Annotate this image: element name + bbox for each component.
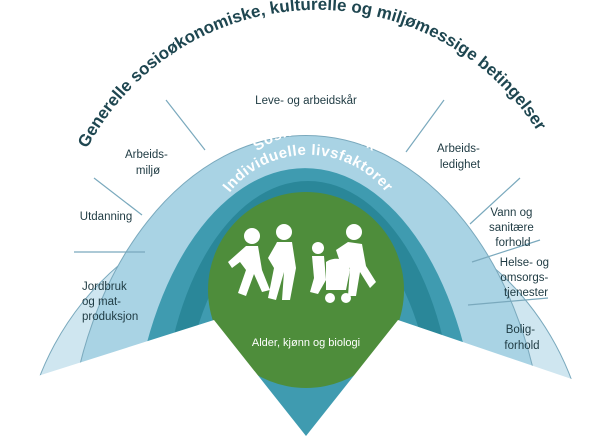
segment-leve-arbeidskar: Leve- og arbeidskår: [255, 95, 357, 107]
segment-dividers: [74, 99, 549, 306]
segment-helse-omsorg: Helse- og omsorgs- tjenester: [500, 257, 552, 299]
bottom-wedge-cutout: [0, 320, 306, 436]
segment-utdanning: Utdanning: [80, 211, 132, 223]
segment-jordbruk: Jordbruk og mat- produksjon: [82, 281, 138, 323]
segment-vann-sanitaere: Vann og sanitære forhold: [489, 207, 537, 249]
family-figures-icon: [228, 224, 376, 303]
bottom-wedge-cutout-right: [306, 320, 610, 436]
segment-boligforhold: Bolig- forhold: [504, 324, 539, 352]
core-label: Alder, kjønn og biologi: [252, 337, 360, 349]
segment-arbeidsledighet: Arbeids- ledighet: [437, 143, 483, 171]
segment-arbeidsmiljo: Arbeids- miljø: [125, 149, 171, 177]
